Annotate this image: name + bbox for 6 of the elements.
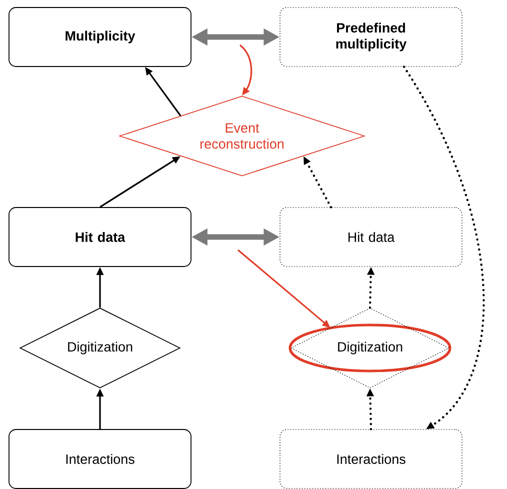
process-box: Multiplicity <box>8 7 192 67</box>
process-box: Hit data <box>8 207 192 267</box>
process-box: Predefined multiplicity <box>280 7 462 67</box>
process-box: Interactions <box>8 429 192 489</box>
process-box: Hit data <box>280 207 462 267</box>
process-box: Interactions <box>280 429 462 489</box>
